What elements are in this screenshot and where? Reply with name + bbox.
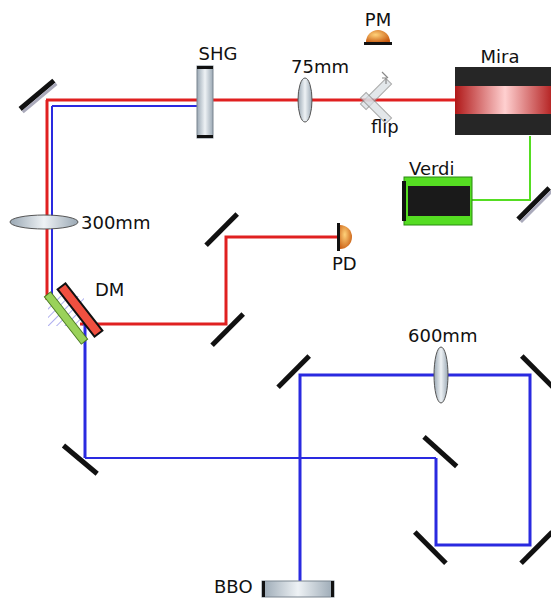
laser-label: Mira: [479, 47, 522, 67]
mirror-label: flip: [369, 117, 401, 137]
lens-label: 75mm: [289, 57, 351, 77]
crystal-label: SHG: [197, 44, 240, 64]
laser-label: Verdi: [407, 159, 457, 179]
lens-label: 300mm: [79, 213, 152, 233]
mirror-label: DM: [93, 280, 126, 300]
lens-label: 600mm: [406, 326, 479, 346]
detector-label: PD: [330, 254, 359, 274]
crystal-label: BBO: [212, 577, 255, 597]
detector-label: PM: [363, 10, 393, 30]
